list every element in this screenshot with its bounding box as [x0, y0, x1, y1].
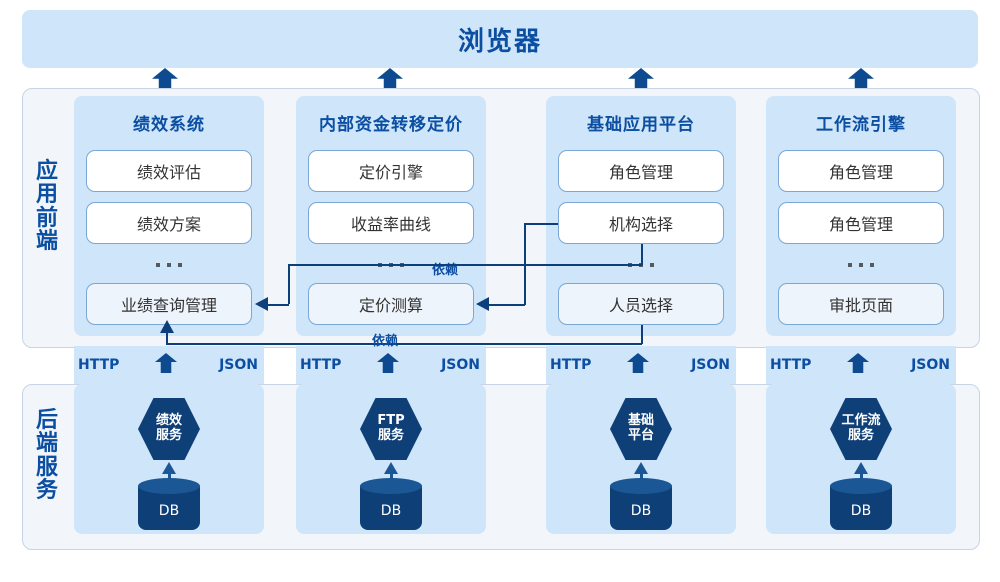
dep-a-seg-h2	[489, 304, 525, 306]
column-title-1: 绩效系统	[133, 115, 205, 135]
service-label-3-line2: 平台	[627, 428, 654, 443]
database-top-1	[138, 478, 200, 494]
service-label-1-line1: 绩效	[155, 413, 182, 429]
service-label-4-line2: 服务	[847, 428, 874, 443]
frontend-label-c4: 端	[35, 228, 58, 254]
dep-b-arrowhead	[255, 297, 268, 311]
dep-c-arrowhead	[160, 320, 174, 333]
database-3[interactable]: DB	[610, 478, 672, 530]
service-hexagon-1[interactable]: 绩效 服务	[138, 398, 200, 460]
backend-label-c1: 后	[35, 408, 58, 433]
module-box-4-2[interactable]: 角色管理	[778, 202, 944, 244]
module-box-1-1[interactable]: 绩效评估	[86, 150, 252, 192]
frontend-label-c3: 前	[35, 205, 58, 231]
dep-label-a: 依赖	[432, 263, 459, 278]
protocol-request-2: HTTP	[300, 357, 342, 373]
dep-b-seg-v2	[288, 264, 290, 304]
module-box-2-last[interactable]: 定价测算	[308, 283, 474, 325]
module-box-1-2[interactable]: 绩效方案	[86, 202, 252, 244]
database-2[interactable]: DB	[360, 478, 422, 530]
dep-a-seg-h1	[524, 223, 558, 225]
database-top-2	[360, 478, 422, 494]
module-box-1-last[interactable]: 业绩查询管理	[86, 283, 252, 325]
protocol-request-4: HTTP	[770, 357, 812, 373]
column-title-3: 基础应用平台	[587, 115, 695, 135]
database-label-4: DB	[830, 486, 892, 530]
protocol-request-1: HTTP	[78, 357, 120, 373]
protocol-response-1: JSON	[219, 357, 258, 373]
database-4[interactable]: DB	[830, 478, 892, 530]
module-box-3-last[interactable]: 人员选择	[558, 283, 724, 325]
dep-a-arrowhead	[476, 297, 489, 311]
module-box-2-1[interactable]: 定价引擎	[308, 150, 474, 192]
service-label-4-line1: 工作流	[841, 413, 881, 429]
database-top-4	[830, 478, 892, 494]
column-title-2: 内部资金转移定价	[319, 115, 463, 135]
dep-c-seg-h1	[166, 343, 642, 345]
dep-b-seg-h2	[268, 304, 289, 306]
database-top-3	[610, 478, 672, 494]
backend-section-label: 后 端 服 务	[30, 408, 64, 503]
ellipsis-4	[778, 258, 944, 272]
dep-label-c: 依赖	[372, 334, 399, 349]
service-label-3-line1: 基础	[627, 413, 654, 429]
browser-box: 浏览器	[22, 10, 978, 68]
service-label-2-line1: FTP	[377, 413, 405, 429]
backend-label-c2: 端	[35, 431, 58, 457]
module-box-2-2[interactable]: 收益率曲线	[308, 202, 474, 244]
service-label-1-line2: 服务	[155, 428, 182, 443]
dep-b-seg-v1	[641, 244, 643, 265]
protocol-request-3: HTTP	[550, 357, 592, 373]
frontend-label-c1: 应	[35, 159, 58, 184]
dep-c-seg-v1	[641, 325, 643, 344]
module-box-3-1[interactable]: 角色管理	[558, 150, 724, 192]
browser-label: 浏览器	[457, 26, 542, 57]
frontend-section-label: 应 用 前 端	[30, 159, 64, 254]
column-title-4: 工作流引擎	[816, 115, 906, 135]
backend-label-c3: 服	[35, 454, 58, 480]
backend-label-c4: 务	[35, 477, 58, 503]
ellipsis-1	[86, 258, 252, 272]
dep-c-seg-v2	[166, 330, 168, 344]
module-box-3-2[interactable]: 机构选择	[558, 202, 724, 244]
protocol-response-3: JSON	[691, 357, 730, 373]
module-box-4-1[interactable]: 角色管理	[778, 150, 944, 192]
protocol-response-4: JSON	[911, 357, 950, 373]
dep-b-seg-h1	[288, 264, 642, 266]
frontend-label-c2: 用	[35, 182, 58, 208]
database-1[interactable]: DB	[138, 478, 200, 530]
service-label-2-line2: 服务	[377, 428, 404, 443]
module-box-4-last[interactable]: 审批页面	[778, 283, 944, 325]
protocol-response-2: JSON	[441, 357, 480, 373]
service-hexagon-2[interactable]: FTP 服务	[360, 398, 422, 460]
